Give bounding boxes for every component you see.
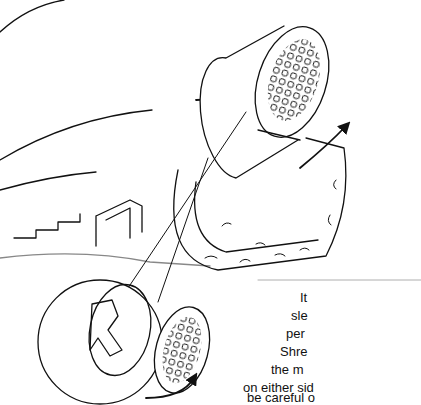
inset-cylinder (81, 279, 159, 381)
cartridge-face (242, 17, 342, 146)
label-text: be careful o (247, 390, 315, 405)
shell-rim (195, 182, 318, 252)
grille-holes (258, 33, 330, 128)
motion-arrow (300, 126, 346, 168)
grille-holes (156, 312, 208, 387)
body-steps (14, 214, 80, 238)
cartridge-edge (258, 130, 300, 140)
inset-circle (38, 280, 162, 404)
callout-edge (0, 0, 64, 32)
label-text: per (286, 326, 305, 341)
rock-texture (205, 180, 336, 262)
divider-line (258, 280, 421, 281)
inset-figure (90, 300, 122, 356)
label-text: Shre (280, 344, 307, 359)
body-outline (0, 254, 210, 266)
motion-arrow (146, 378, 194, 398)
body-outline (0, 172, 96, 190)
inset-lid (145, 301, 218, 399)
label-text: sle (291, 308, 308, 323)
label-text: It (300, 290, 307, 305)
leader-line (128, 112, 246, 288)
body-outline (0, 110, 152, 160)
label-text: the m (271, 362, 304, 377)
leader-line (158, 158, 208, 302)
slot (96, 200, 142, 246)
